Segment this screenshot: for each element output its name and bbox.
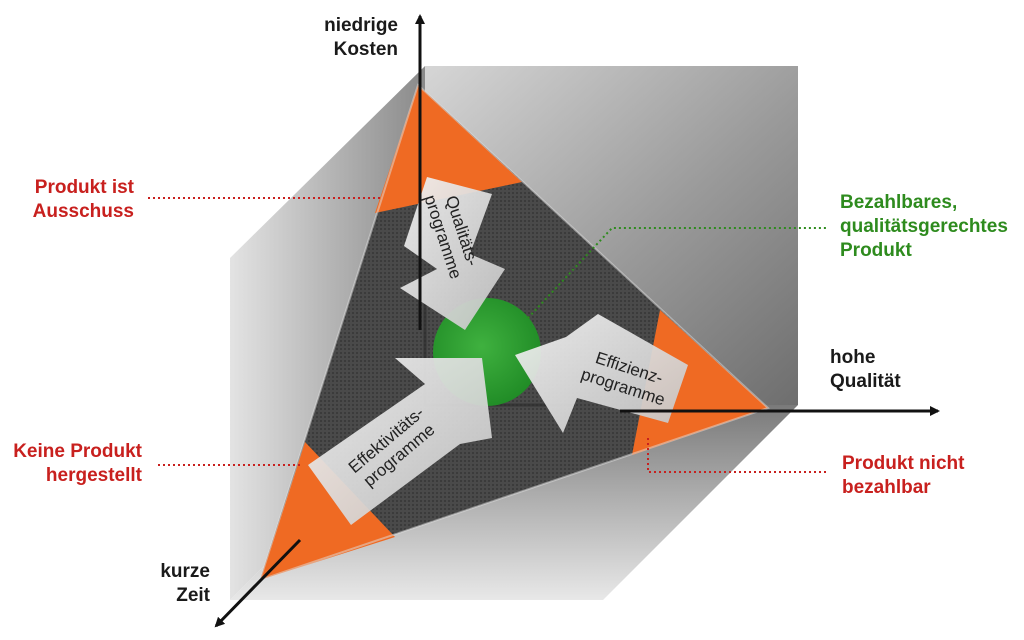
arrow-effektivitaet xyxy=(308,358,492,525)
axis-label-kosten-line2: Kosten xyxy=(333,39,398,60)
axis-label-qualitaet-line2: Qualität xyxy=(830,371,901,392)
callout-bezahlbar-line2: qualitätsgerechtes xyxy=(840,216,1008,237)
callout-keine-produkt: Keine Produkt hergestellt xyxy=(0,440,142,488)
callout-nicht-bezahlbar-line1: Produkt nicht xyxy=(842,453,965,474)
callout-nicht-bezahlbar: Produkt nicht bezahlbar xyxy=(842,452,964,500)
callout-bezahlbar-line1: Bezahlbares, xyxy=(840,192,958,213)
callout-bezahlbar: Bezahlbares, qualitätsgerechtes Produkt xyxy=(840,191,1024,263)
axis-label-kosten-line1: niedrige xyxy=(324,15,398,36)
callout-bezahlbar-line3: Produkt xyxy=(840,240,912,261)
axis-zeit xyxy=(214,538,302,628)
callout-nicht-bezahlbar-line2: bezahlbar xyxy=(842,477,931,498)
triangle-outline xyxy=(258,83,770,582)
callout-keine-produkt-line1: Keine Produkt xyxy=(13,441,142,462)
axis-label-qualitaet: hohe Qualität xyxy=(830,346,901,394)
arrow-effizienz xyxy=(515,314,688,433)
cube-left-face xyxy=(230,66,425,600)
corner-top-orange xyxy=(375,85,522,213)
axis-label-zeit-line1: kurze xyxy=(160,561,210,582)
callout-keine-produkt-line2: hergestellt xyxy=(45,465,142,486)
axis-label-qualitaet-line1: hohe xyxy=(830,347,876,368)
arrow-qualitaet xyxy=(400,177,505,330)
callout-ausschuss-line2: Ausschuss xyxy=(32,201,134,222)
leader-bezahlbar xyxy=(527,227,826,319)
callout-ausschuss-line1: Produkt ist xyxy=(34,177,134,198)
callout-ausschuss: Produkt ist Ausschuss xyxy=(10,176,134,224)
axis-label-zeit-line2: Zeit xyxy=(176,585,210,606)
axis-label-zeit: kurze Zeit xyxy=(120,560,210,608)
leader-nicht-bezahlbar xyxy=(647,438,828,473)
axis-label-kosten: niedrige Kosten xyxy=(300,14,398,62)
cube-bottom-face xyxy=(230,405,798,600)
